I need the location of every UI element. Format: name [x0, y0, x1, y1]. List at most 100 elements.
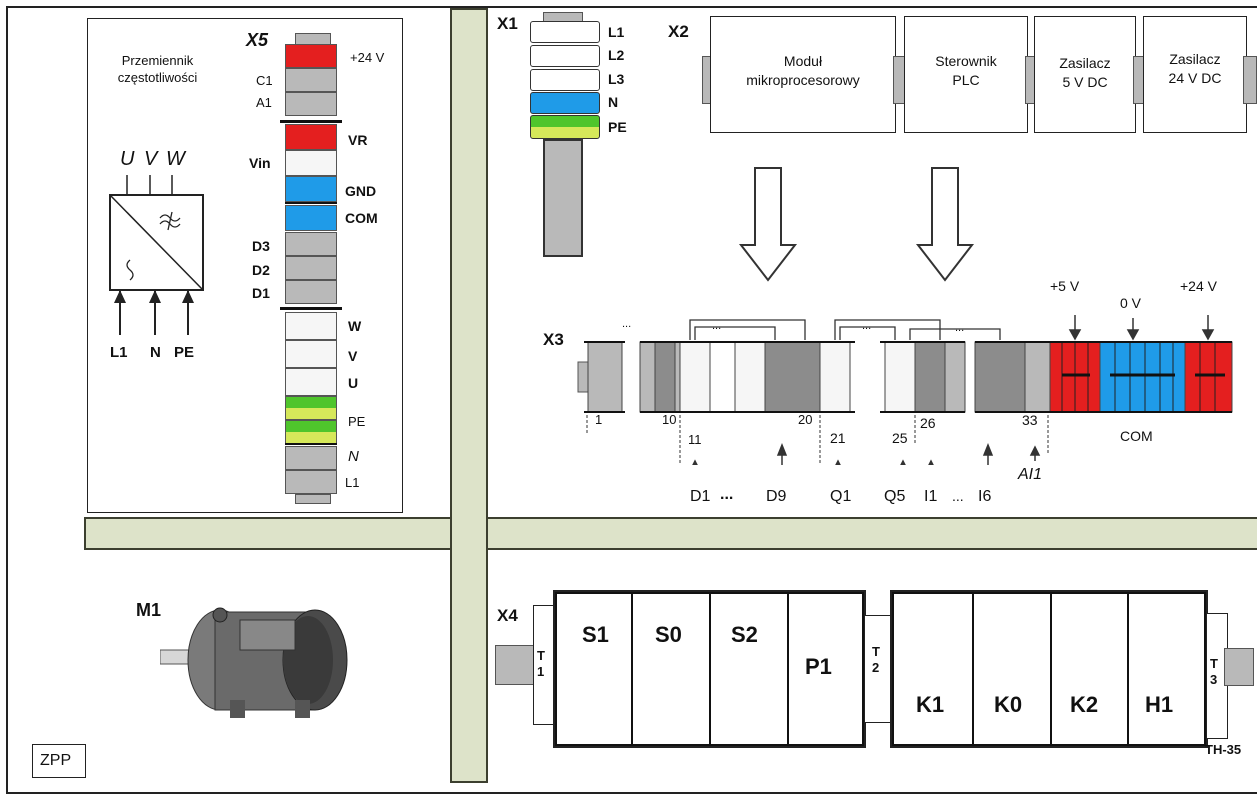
down-arrow-icon — [738, 167, 798, 282]
x1-label-l2: L2 — [608, 47, 625, 63]
x2-module-plc: Sterownik PLC — [904, 16, 1028, 133]
x5-d3 — [285, 232, 337, 256]
x5-label-n: N — [348, 448, 359, 465]
x5-label-w: W — [348, 318, 362, 334]
x4-s0[interactable]: S0 — [631, 592, 711, 746]
x3-voltage-24v: +24 V — [1180, 278, 1217, 294]
vertical-rail-overlay — [450, 515, 488, 552]
x5-label-c1: C1 — [256, 73, 273, 88]
x4-k0[interactable]: K0 — [972, 592, 1052, 746]
x5-divider — [280, 307, 342, 310]
x2-module-psu5: Zasilacz 5 V DC — [1034, 16, 1136, 133]
motor-icon — [160, 607, 348, 718]
x3-voltage-5v: +5 V — [1050, 278, 1080, 294]
x3-signal-d9: D9 — [766, 488, 787, 505]
x5-a1 — [285, 92, 337, 116]
x3-signal-i6: I6 — [978, 488, 992, 505]
x3-num-11: 11 — [688, 432, 702, 447]
x5-label-a1: A1 — [256, 95, 272, 110]
x3-signal-q1: Q1 — [830, 488, 852, 505]
horizontal-rail — [84, 517, 1257, 550]
x5-label-vr: VR — [348, 132, 368, 148]
x5-d2 — [285, 256, 337, 280]
x5-c1 — [285, 68, 337, 92]
x3-num-10: 10 — [662, 412, 677, 427]
x5-label-com: COM — [345, 210, 378, 226]
x1-label-n: N — [608, 94, 619, 110]
x5-gnd — [285, 176, 337, 202]
x5-n — [285, 446, 337, 470]
x3-signal-q5: Q5 — [884, 488, 906, 505]
x4-group1: S1 S0 S2 P1 — [553, 590, 866, 748]
x4-rail-end-left — [495, 645, 535, 685]
x3-num-26: 26 — [920, 415, 936, 431]
x3-voltage-0v: 0 V — [1120, 295, 1142, 311]
x3-dots: ... — [622, 318, 632, 330]
x5-label: X5 — [246, 30, 269, 50]
x4-t2-label: T 2 — [872, 644, 880, 675]
x3-signal-dots2: ... — [952, 488, 964, 504]
x4-k2[interactable]: K2 — [1050, 592, 1129, 746]
x3-num-25: 25 — [892, 430, 908, 446]
x4-p1[interactable]: P1 — [787, 592, 864, 746]
x3-ai1-label: AI1 — [1018, 466, 1043, 483]
x3-terminal-block — [577, 315, 1233, 465]
x5-vin — [285, 150, 337, 176]
x1-body — [543, 139, 583, 257]
x3-signal-dots: ... — [720, 486, 734, 503]
output-w-label: W — [166, 148, 185, 170]
x4-t1: T 1 — [533, 605, 555, 725]
x1-label: X1 — [497, 14, 518, 33]
output-u-label: U — [120, 148, 135, 170]
x4-s1[interactable]: S1 — [555, 592, 633, 746]
x5-label-l1: L1 — [345, 475, 360, 490]
x2-module-micro: Moduł mikroprocesorowy — [710, 16, 896, 133]
x5-d1 — [285, 280, 337, 304]
x3-dots: ... — [712, 320, 722, 332]
x5-l1 — [285, 470, 337, 494]
x5-pe-a — [285, 396, 337, 420]
x3-num-1: 1 — [595, 412, 603, 427]
x5-label-v: V — [348, 348, 358, 364]
output-v-label: V — [144, 148, 158, 170]
x3-num-21: 21 — [830, 430, 846, 446]
x4-t2: T 2 — [864, 615, 892, 723]
x5-cap-bottom — [295, 494, 331, 504]
x1-l1 — [530, 21, 600, 43]
x5-label-24v: +24 V — [350, 50, 385, 65]
x3-signal-i1: I1 — [924, 488, 938, 505]
x3-num-20: 20 — [798, 412, 813, 427]
inverter-title: Przemiennik częstotliwości — [117, 53, 198, 85]
x5-com — [285, 205, 337, 231]
vertical-rail — [450, 8, 488, 783]
zpp-label-box: ZPP — [32, 744, 86, 778]
x1-pe — [530, 115, 600, 139]
x4-rail-end-right — [1224, 648, 1254, 686]
x4-k1[interactable]: K1 — [892, 592, 974, 746]
x5-label-d3: D3 — [252, 238, 270, 254]
x3-label: X3 — [543, 330, 564, 349]
x3-dots: ... — [862, 320, 872, 332]
x4-t3-label: T 3 — [1210, 656, 1218, 687]
x2-module-psu24: Zasilacz 24 V DC — [1143, 16, 1247, 133]
x5-label-d1: D1 — [252, 285, 270, 301]
rail-type-label: TH-35 — [1205, 742, 1242, 757]
x5-label-d2: D2 — [252, 262, 270, 278]
x2-label: X2 — [668, 22, 689, 41]
x4-label: X4 — [497, 606, 518, 625]
x1-l2 — [530, 45, 600, 67]
x5-label-pe: PE — [348, 414, 366, 429]
x5-label-u: U — [348, 375, 359, 391]
x3-dots: ... — [955, 322, 965, 334]
x5-label-gnd: GND — [345, 183, 377, 199]
x5-pe-b — [285, 420, 337, 444]
x1-n — [530, 92, 600, 114]
x2-connector-end — [1243, 56, 1257, 104]
input-n-label: N — [150, 344, 161, 361]
x4-h1[interactable]: H1 — [1127, 592, 1206, 746]
x3-signal-d1: D1 — [690, 488, 711, 505]
x4-s2[interactable]: S2 — [709, 592, 789, 746]
down-arrow-icon — [915, 167, 975, 282]
inverter-icon — [109, 175, 204, 335]
x5-vr — [285, 124, 337, 150]
